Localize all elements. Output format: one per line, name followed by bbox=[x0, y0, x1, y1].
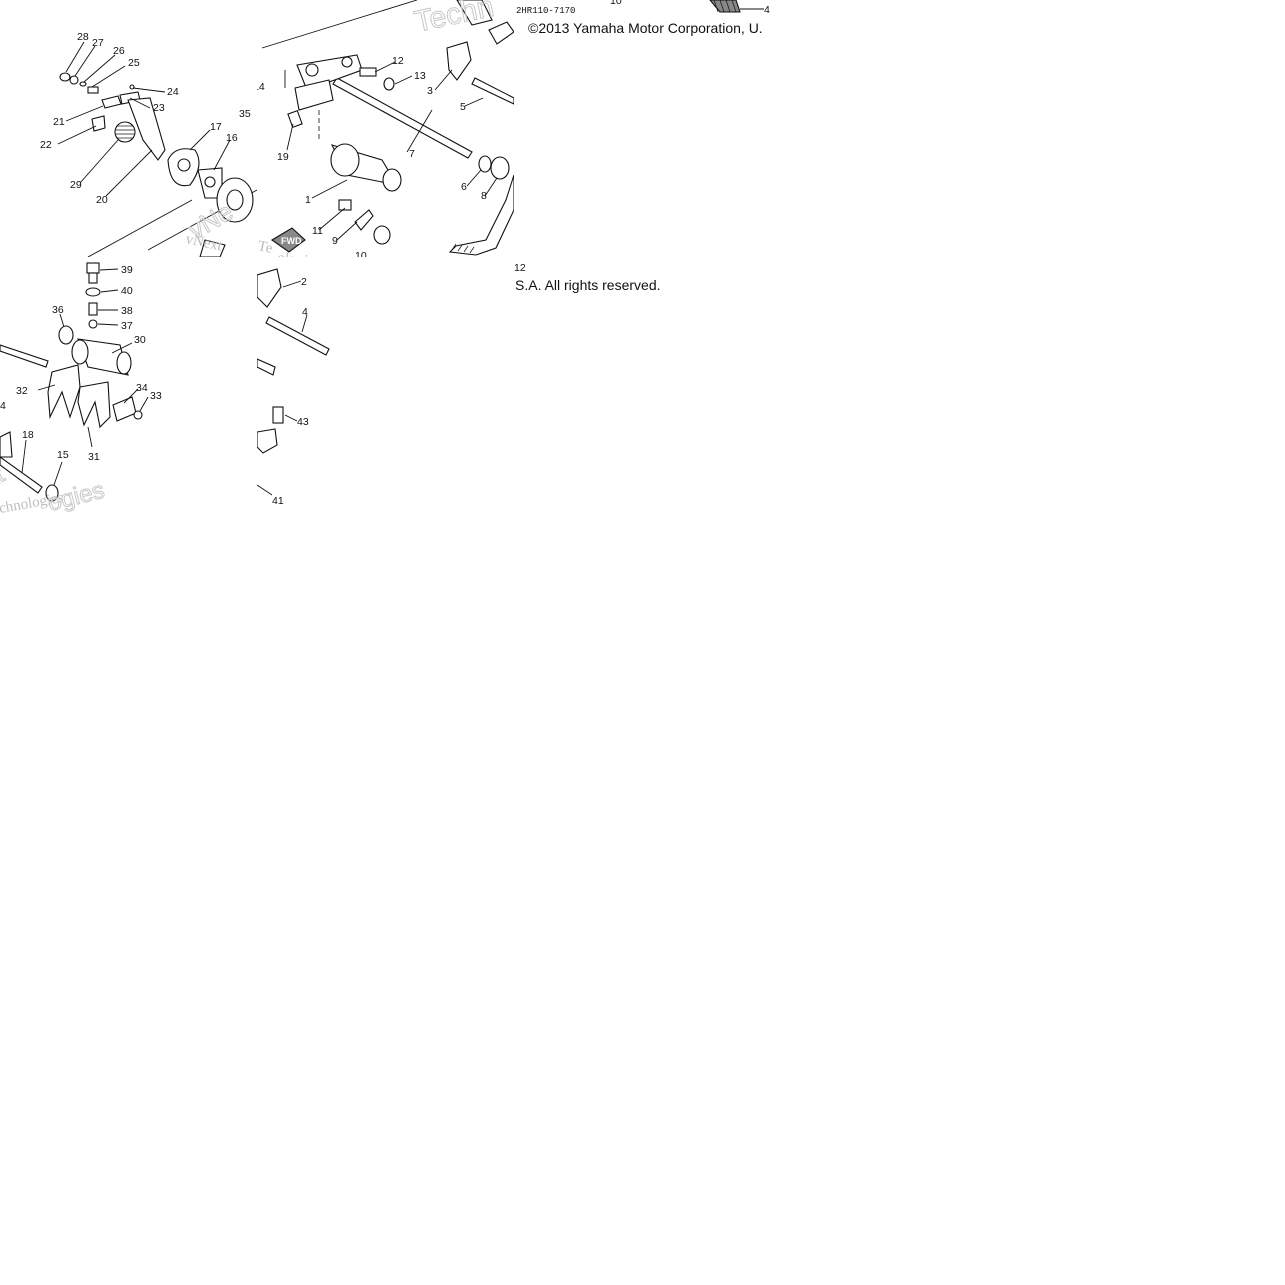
callout-12: 12 bbox=[392, 55, 404, 67]
callout-37: 37 bbox=[121, 320, 133, 332]
drawing-code: 2HR110-7170 bbox=[516, 6, 575, 16]
diagram-tile-middle-right: 12 S.A. All rights reserved. bbox=[514, 257, 771, 514]
callout-6: 6 bbox=[461, 181, 467, 193]
callout-20: 20 bbox=[96, 194, 108, 206]
callout-38: 38 bbox=[121, 305, 133, 317]
callout-4: 4 bbox=[0, 400, 6, 412]
parts-drawing-middle-right: 12 bbox=[514, 262, 526, 274]
diagram-tile-middle-left: 39 40 38 37 36 30 32 34 33 4 31 18 15 xt… bbox=[0, 257, 257, 514]
diagram-tile-pedal-fragment bbox=[446, 170, 514, 257]
fwd-label: FWD bbox=[281, 236, 302, 246]
watermark-text: Techn bbox=[412, 0, 497, 39]
callout-9: 9 bbox=[332, 235, 338, 247]
watermark-text: xt bbox=[0, 461, 9, 494]
callout-28: 28 bbox=[77, 31, 89, 43]
callout-8: 8 bbox=[481, 190, 487, 202]
parts-drawing-top-middle: FWD 12 13 3 5 7 19 1 6 8 11 9 10 14 Tech… bbox=[257, 0, 514, 257]
parts-drawing-center: 2 4 43 41 bbox=[257, 268, 330, 507]
callout-30: 30 bbox=[134, 334, 146, 346]
callout-5: 5 bbox=[460, 101, 466, 113]
callout-24: 24 bbox=[167, 86, 179, 98]
watermark-text: ogies bbox=[45, 477, 107, 514]
callout-14: 14 bbox=[257, 81, 265, 93]
diagram-tile-top-middle: FWD 12 13 3 5 7 19 1 6 8 11 9 10 14 Tech… bbox=[257, 0, 514, 257]
copyright-notice-top: ©2013 Yamaha Motor Corporation, U. bbox=[528, 20, 763, 36]
parts-drawing-top-left: 28 27 26 25 24 23 21 22 17 16 29 20 35 v… bbox=[40, 31, 257, 257]
callout-18: 18 bbox=[22, 429, 34, 441]
callout-21: 21 bbox=[53, 116, 65, 128]
callout-32: 32 bbox=[16, 385, 28, 397]
callout-42: 12 bbox=[514, 262, 526, 274]
callout-27: 27 bbox=[92, 37, 104, 49]
callout-40: 40 bbox=[121, 285, 133, 297]
copyright-notice-bottom: S.A. All rights reserved. bbox=[515, 277, 661, 293]
callout-36: 36 bbox=[52, 304, 64, 316]
callout-4: 4 bbox=[764, 4, 770, 16]
callout-29: 29 bbox=[70, 179, 82, 191]
callout-16: 16 bbox=[226, 132, 238, 144]
diagram-tile-top-left: 28 27 26 25 24 23 21 22 17 16 29 20 35 v… bbox=[0, 0, 257, 257]
callout-23: 23 bbox=[153, 102, 165, 114]
callout-25: 25 bbox=[128, 57, 140, 69]
callout-3: 3 bbox=[427, 85, 433, 97]
parts-drawing-top-right: 2HR110-7170 10 4 bbox=[516, 0, 770, 16]
callout-41: 41 bbox=[272, 495, 284, 507]
callout-10: 10 bbox=[355, 250, 367, 257]
callout-31: 31 bbox=[88, 451, 100, 463]
callout-17: 17 bbox=[210, 121, 222, 133]
callout-22: 22 bbox=[40, 139, 52, 151]
callout-26: 26 bbox=[113, 45, 125, 57]
watermark-text: vNext bbox=[184, 231, 224, 254]
callout-35: 35 bbox=[239, 108, 251, 120]
callout-11: 11 bbox=[312, 225, 323, 237]
callout-13: 13 bbox=[414, 70, 426, 82]
callout-33: 33 bbox=[150, 390, 162, 402]
parts-drawing-middle-left: 39 40 38 37 36 30 32 34 33 4 31 18 15 xt… bbox=[0, 262, 162, 514]
shift-pedal-arm bbox=[448, 174, 514, 256]
callout-2: 2 bbox=[301, 276, 307, 288]
diagram-tile-top-right: 2HR110-7170 10 4 ©2013 Yamaha Motor Corp… bbox=[514, 0, 771, 257]
watermark-text: ologies bbox=[277, 250, 322, 257]
callout-34: 34 bbox=[136, 382, 148, 394]
watermark-text: Te bbox=[257, 238, 274, 257]
callout-7: 7 bbox=[409, 148, 415, 160]
callout-43: 43 bbox=[297, 416, 309, 428]
callout-39: 39 bbox=[121, 264, 133, 276]
diagram-tile-center: 2 4 43 41 bbox=[257, 257, 514, 514]
callout-1: 1 bbox=[305, 194, 311, 206]
callout-15: 15 bbox=[57, 449, 69, 461]
callout-19: 19 bbox=[277, 151, 289, 163]
callout-10: 10 bbox=[610, 0, 622, 7]
callout-4: 4 bbox=[302, 306, 308, 318]
